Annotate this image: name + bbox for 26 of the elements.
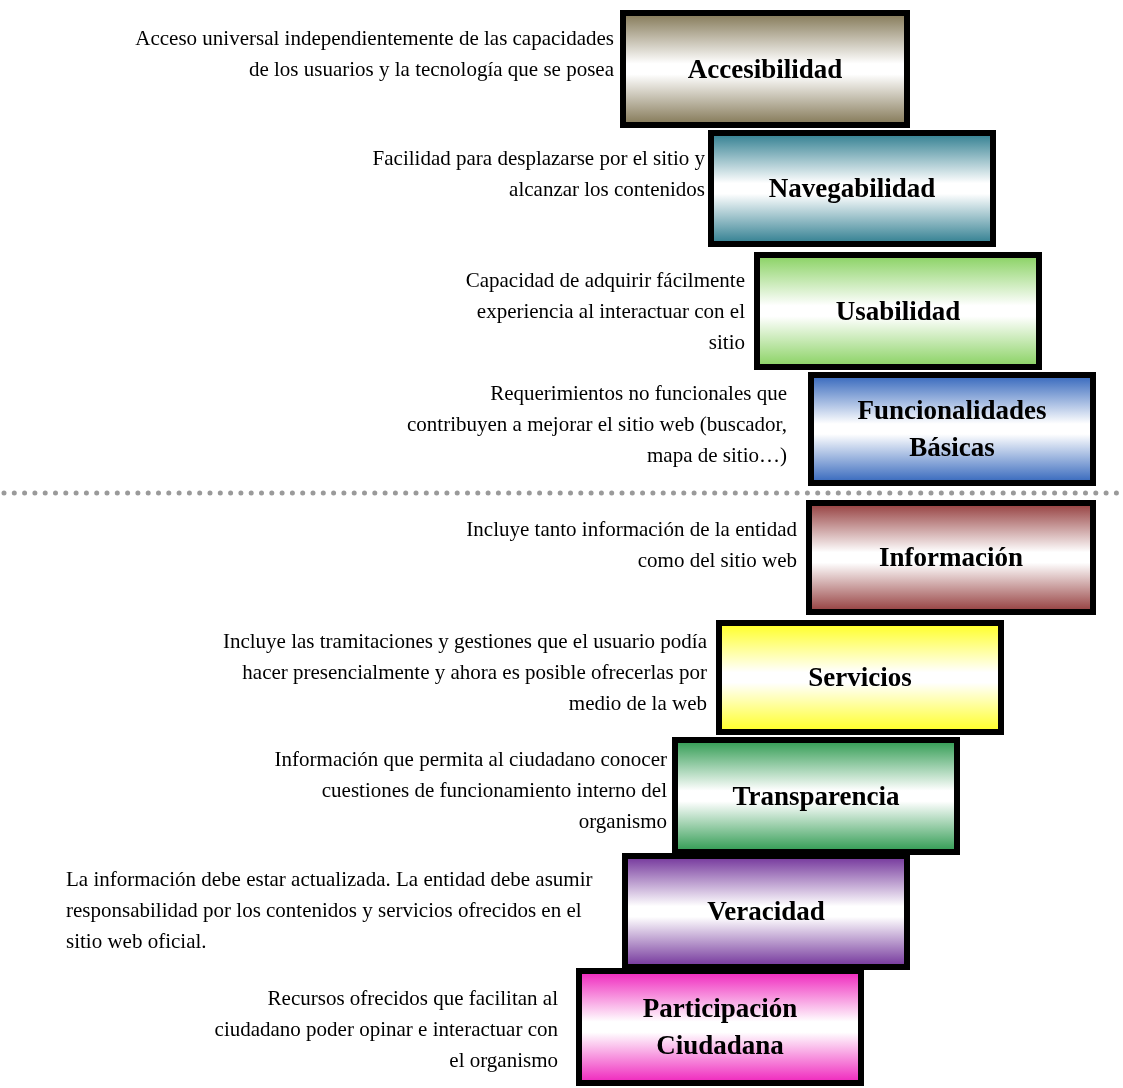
box-title: Navegabilidad (768, 172, 936, 205)
description-text: Información que permita al ciudadano conocer cuestiones de funcionamiento interno del organismo (273, 746, 667, 835)
gradient-box (672, 737, 960, 855)
gradient-box (754, 252, 1042, 370)
description-text: Capacidad de adquirir fácilmente experiencia al interactuar con el sitio (464, 267, 745, 356)
description-text: Facilidad para desplazarse por el sitio y alcanzar los contenidos (371, 145, 705, 203)
description-text: Incluye tanto información de la entidad como del sitio web (465, 516, 797, 574)
box-title: Veracidad (707, 895, 825, 928)
box-title: Accesibilidad (687, 52, 843, 86)
gradient-box (576, 968, 864, 1086)
description-text: Incluye las tramitaciones y gestiones que el usuario podía hacer presencialmente y ahora es posible ofrecerlas por medio de la web (221, 628, 707, 717)
box-title: Información (879, 541, 1023, 574)
description-text: La información debe estar actualizada. La entidad debe asumir responsabilidad por los contenidos y servicios ofrecidos en el sitio web oficial. (66, 866, 594, 955)
gradient-box (708, 130, 996, 247)
description-text: Requerimientos no funcionales que contribuyen a mejorar el sitio web (buscador, mapa de sitio…) (406, 380, 787, 469)
box-title: Transparencia (732, 779, 900, 813)
box-title: Participación Ciudadana (641, 992, 799, 1062)
description-text: Acceso universal independientemente de las capacidades de los usuarios y la tecnología que se posea (134, 25, 614, 83)
gradient-box (806, 500, 1096, 615)
gradient-box (620, 10, 910, 128)
box-title: Usabilidad (835, 294, 961, 328)
gradient-box (808, 372, 1096, 486)
box-title: Funcionalidades Básicas (856, 394, 1048, 464)
gradient-box (716, 620, 1004, 735)
box-title: Servicios (808, 661, 912, 694)
description-text: Recursos ofrecidos que facilitan al ciudadano poder opinar e interactuar con el organismo (213, 985, 558, 1074)
